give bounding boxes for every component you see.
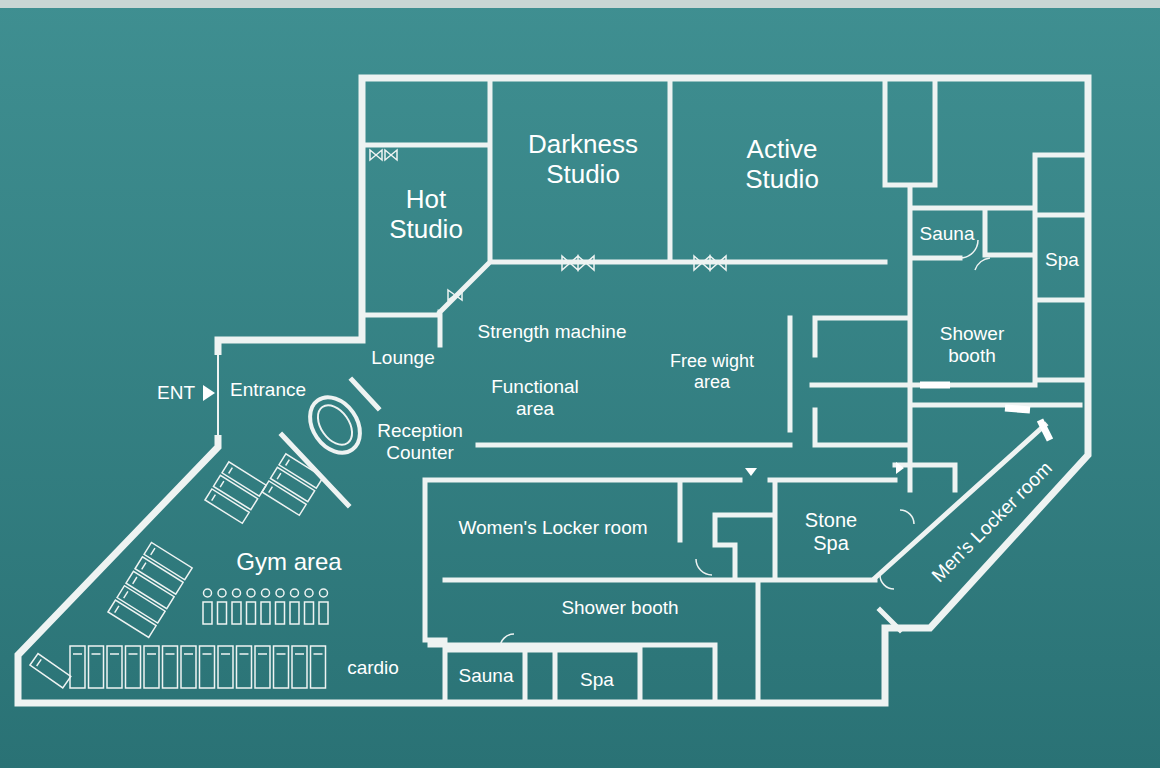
room: Darkness Studio [508, 130, 658, 190]
angled-treadmills [262, 454, 323, 515]
interior-walls [282, 78, 1088, 703]
door-markers [745, 462, 904, 476]
room-name: Sauna [912, 223, 982, 245]
room-name: Spa [1039, 249, 1085, 271]
area-label: Free wight area [662, 351, 762, 392]
room-name: Active Studio [717, 135, 847, 195]
room: Women's Locker room [433, 517, 673, 539]
room-name: Hot Studio [376, 185, 476, 245]
room-name: Darkness Studio [508, 130, 658, 190]
room: Stone Spa [796, 509, 866, 555]
room-name: Women's Locker room [433, 517, 673, 539]
reception-counter-inner [311, 399, 359, 451]
room: Sauna [912, 223, 982, 245]
room: Sauna [450, 665, 522, 687]
room-name: Shower booth [520, 597, 720, 619]
reception-counter-shape [300, 388, 370, 462]
room: Hot Studio [376, 185, 476, 245]
angled-treadmills [108, 542, 192, 637]
room-name: Spa [562, 669, 632, 691]
thick-wall-marks [920, 385, 1050, 440]
room: Entrance [223, 379, 313, 401]
entrance-door [217, 355, 219, 435]
area-label: Functional area [485, 376, 585, 420]
room-name: Entrance [223, 379, 313, 401]
room: Active Studio [717, 135, 847, 195]
top-strip [0, 0, 1160, 8]
door-symbols [370, 150, 990, 648]
outer-wall [18, 78, 1088, 703]
room-name: Lounge [367, 347, 439, 369]
corner-treadmill [30, 654, 71, 688]
room: Spa [562, 669, 632, 691]
area-label: Gym area [219, 548, 359, 576]
area-label: Reception Counter [370, 420, 470, 464]
angled-treadmills [205, 462, 266, 523]
room-name: Shower booth [927, 323, 1017, 367]
area-label: ENT [151, 382, 201, 404]
room: Spa [1039, 249, 1085, 271]
room: Lounge [367, 347, 439, 369]
room: Shower booth [927, 323, 1017, 367]
treadmill-row [70, 646, 326, 688]
room-name: Sauna [450, 665, 522, 687]
room: Shower booth [520, 597, 720, 619]
area-label: Strength machine [452, 321, 652, 343]
room-name: Stone Spa [796, 509, 866, 555]
entrance-marker [203, 385, 215, 401]
bike-row [203, 589, 328, 624]
area-label: cardio [338, 657, 408, 679]
treadmill-consoles [73, 653, 323, 655]
